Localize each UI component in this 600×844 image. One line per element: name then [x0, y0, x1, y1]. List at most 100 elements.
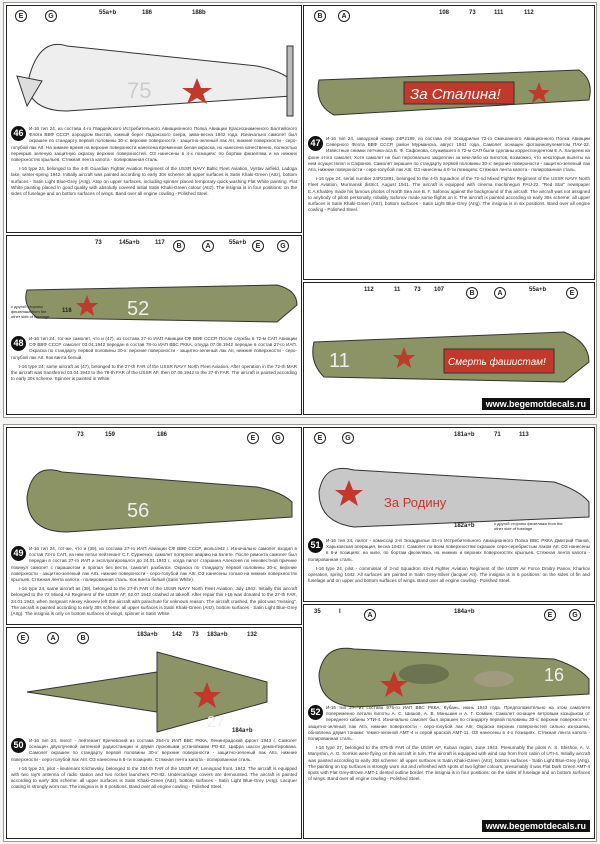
callout: 186 — [142, 10, 153, 16]
callout: 71 — [494, 432, 501, 438]
panel-number: 48 — [11, 336, 26, 351]
panel-47-port: 112 11 73 107 B A 55a+b E 11 Смерть фаши… — [303, 282, 595, 415]
aircraft-number: 27 — [207, 714, 225, 731]
slogan: За Сталина! — [410, 86, 501, 103]
callout: 111 — [494, 10, 504, 16]
website-link[interactable]: www.begemotdecals.ru — [481, 820, 590, 832]
callout: G — [342, 432, 354, 444]
aircraft-number: 75 — [127, 78, 151, 103]
description-ru: И-16 тип 24, тот-же самолет, что и (47),… — [11, 336, 297, 360]
description-en: I-16 type 24, belonged to the 4-th Guard… — [11, 166, 297, 197]
callout: 55a+b — [99, 10, 117, 16]
panel-number: 47 — [308, 136, 323, 151]
aircraft-drawing-48: 52 — [25, 284, 298, 323]
description-ru: И-16 тип 24, заводской номер 24Р2189, из… — [308, 136, 590, 173]
callout: 73 — [95, 240, 102, 246]
description-en: I-16 type 24, pilot - lieutenant Krichev… — [11, 765, 297, 790]
callout: E — [314, 432, 326, 444]
slogan: За Родину — [384, 495, 447, 510]
description-ru: И-16 тип 27, из состава 975-го ИАП ВВС Р… — [308, 705, 590, 742]
callout: 184a+b — [454, 609, 475, 615]
callout: E — [566, 287, 578, 299]
description-en: I-16 type 27, belonged to the 975-th FAR… — [308, 745, 590, 782]
callout: 107 — [434, 287, 445, 293]
callout: A — [202, 240, 214, 252]
callout: B — [314, 10, 326, 22]
callout: 186 — [157, 432, 168, 438]
callout: 55a+b — [229, 240, 247, 246]
callout: 108 — [439, 10, 450, 16]
callout: A — [364, 609, 376, 621]
description-47: 47 И-16 тип 24, заводской номер 24Р2189,… — [308, 136, 590, 213]
panel-number: 52 — [308, 705, 323, 720]
callout: 145a+b — [119, 240, 140, 246]
callouts: B A 108 73 111 112 — [304, 10, 594, 24]
callout: 113 — [519, 432, 529, 438]
callout: 183a+b — [207, 632, 228, 638]
callout: G — [277, 240, 289, 252]
callouts: 35 I A 184a+b E G — [304, 609, 594, 623]
callout: E — [252, 240, 264, 252]
description-en: I-16 type 24, same aircraft as (39), bel… — [11, 586, 297, 617]
callout: G — [569, 609, 581, 621]
callout: 112 — [524, 10, 534, 16]
description-49: 49 И-16 тип 24, тот-же, что и (39), из с… — [11, 546, 297, 617]
callout: A — [47, 632, 59, 644]
description-50: 50 И-16 тип 24, пилот - лейтенант Кричев… — [11, 738, 297, 791]
callout: 181a+b — [454, 432, 475, 438]
description-ru: И-16 тип 24, пилот - комиссар 2-й Эскадр… — [308, 538, 590, 562]
panel-47: B A 108 73 111 112 За Сталина! 47 И-16 т… — [303, 5, 595, 280]
description-48: 48 И-16 тип 24, тот-же самолет, что и (4… — [11, 336, 297, 382]
callout: 117 — [155, 240, 165, 246]
panel-number: 46 — [11, 126, 26, 141]
callout: I — [339, 609, 341, 615]
description-52: 52 И-16 тип 27, из состава 975-го ИАП ВВ… — [308, 705, 590, 782]
svg-text:11: 11 — [329, 350, 350, 372]
callout: 73 — [77, 432, 84, 438]
callouts: E A B 183a+b 142 73 183a+b 132 — [7, 632, 301, 646]
callouts: E G 181a+b 71 113 — [304, 432, 594, 446]
panel-52: 35 I A 184a+b E G 16 52 И-16 тип 27, из … — [303, 604, 595, 839]
callout: B — [466, 287, 478, 299]
fuselage-note: с другой стороны фюзеляжа from the other… — [11, 304, 50, 319]
callout: 184a+b — [232, 728, 253, 734]
aircraft-drawing-49: 56 — [26, 469, 293, 533]
panel-49: 73 159 186 E G 56 49 И-16 тип 24, тот-же… — [6, 427, 302, 625]
callout: A — [338, 10, 350, 22]
aircraft-drawing-50-topview: 27 — [26, 651, 268, 733]
callout: 183a+b — [137, 632, 158, 638]
callout: 182a+b — [454, 523, 475, 529]
callout: 35 — [314, 609, 321, 615]
aircraft-drawing-47-port: 11 Смерть фашистам! — [312, 331, 590, 383]
aircraft-number: 52 — [127, 298, 149, 320]
callouts: 73 145a+b 117 B A 55a+b E G — [7, 240, 301, 254]
callout: E — [247, 432, 259, 444]
panel-number: 50 — [11, 738, 26, 753]
aircraft-drawing-51: За Родину — [318, 467, 590, 528]
callout: B — [173, 240, 185, 252]
bottom-sheet: 73 159 186 E G 56 49 И-16 тип 24, тот-же… — [3, 424, 597, 842]
aircraft-number: 16 — [544, 665, 564, 685]
description-en: I-16 type 24, same aircraft as (47), bel… — [11, 363, 297, 382]
aircraft-number: 56 — [127, 500, 149, 522]
callouts: 112 11 73 107 B A 55a+b E — [304, 287, 594, 301]
callout: 73 — [414, 287, 421, 293]
callout: 132 — [247, 632, 258, 638]
callout: B — [77, 632, 89, 644]
aircraft-drawing-46: 75 — [16, 44, 294, 117]
aircraft-drawing-47: За Сталина! — [317, 69, 591, 116]
callout: G — [272, 432, 284, 444]
callout: E — [15, 10, 27, 22]
slogan: Смерть фашистам! — [448, 356, 546, 368]
callouts: E G 55a+b 186 188b — [7, 10, 301, 24]
callout: G — [45, 10, 57, 22]
description-en: I-16 type 24, pilot - commissar of 2-nd … — [308, 565, 590, 584]
website-link[interactable]: www.begemotdecals.ru — [481, 398, 590, 410]
callout: 55a+b — [529, 287, 547, 293]
callout: 73 — [192, 632, 199, 638]
aircraft-drawing-52: 16 — [318, 647, 590, 708]
description-46: 46 И-16 тип 24, из состава 4-го Гвардейс… — [11, 126, 297, 197]
callout: 116 — [62, 308, 72, 314]
description-en: I-16 type 24, serial number 24P21891, be… — [308, 176, 590, 213]
panel-number: 49 — [11, 546, 26, 561]
